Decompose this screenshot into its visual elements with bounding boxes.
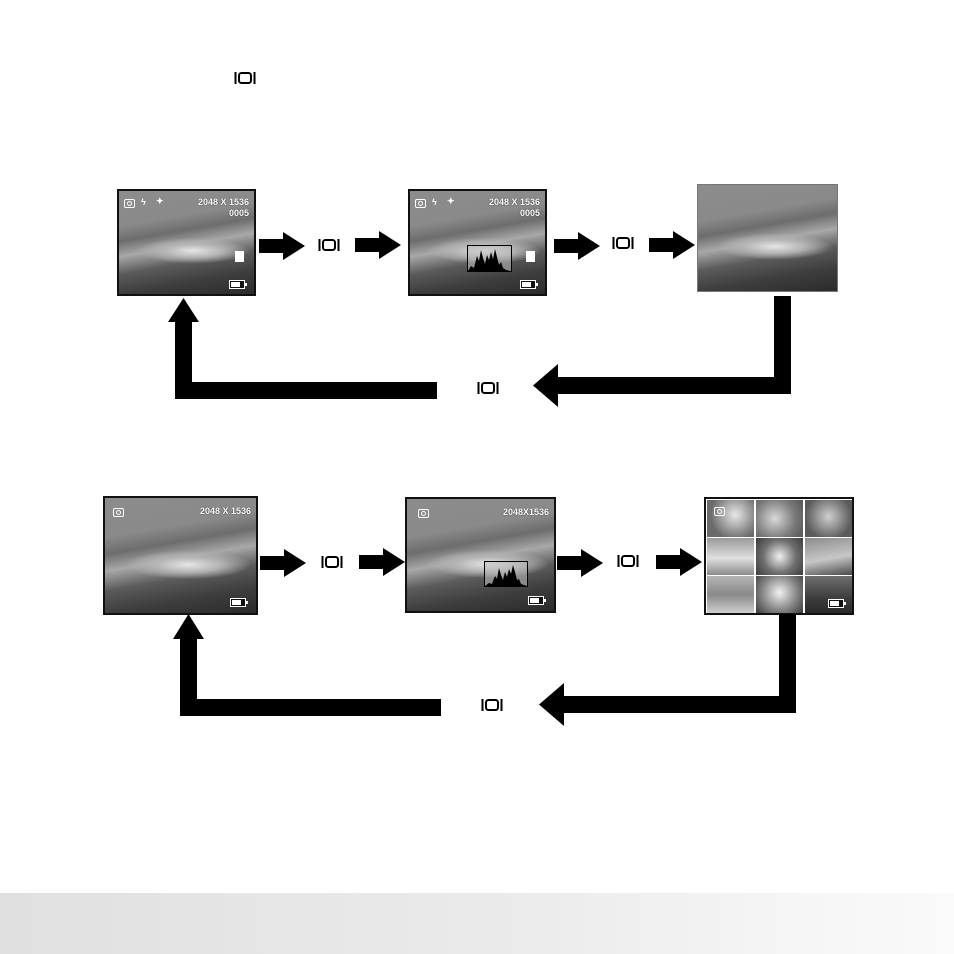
- footer-band: [0, 893, 954, 954]
- display-button-icon: [481, 698, 503, 712]
